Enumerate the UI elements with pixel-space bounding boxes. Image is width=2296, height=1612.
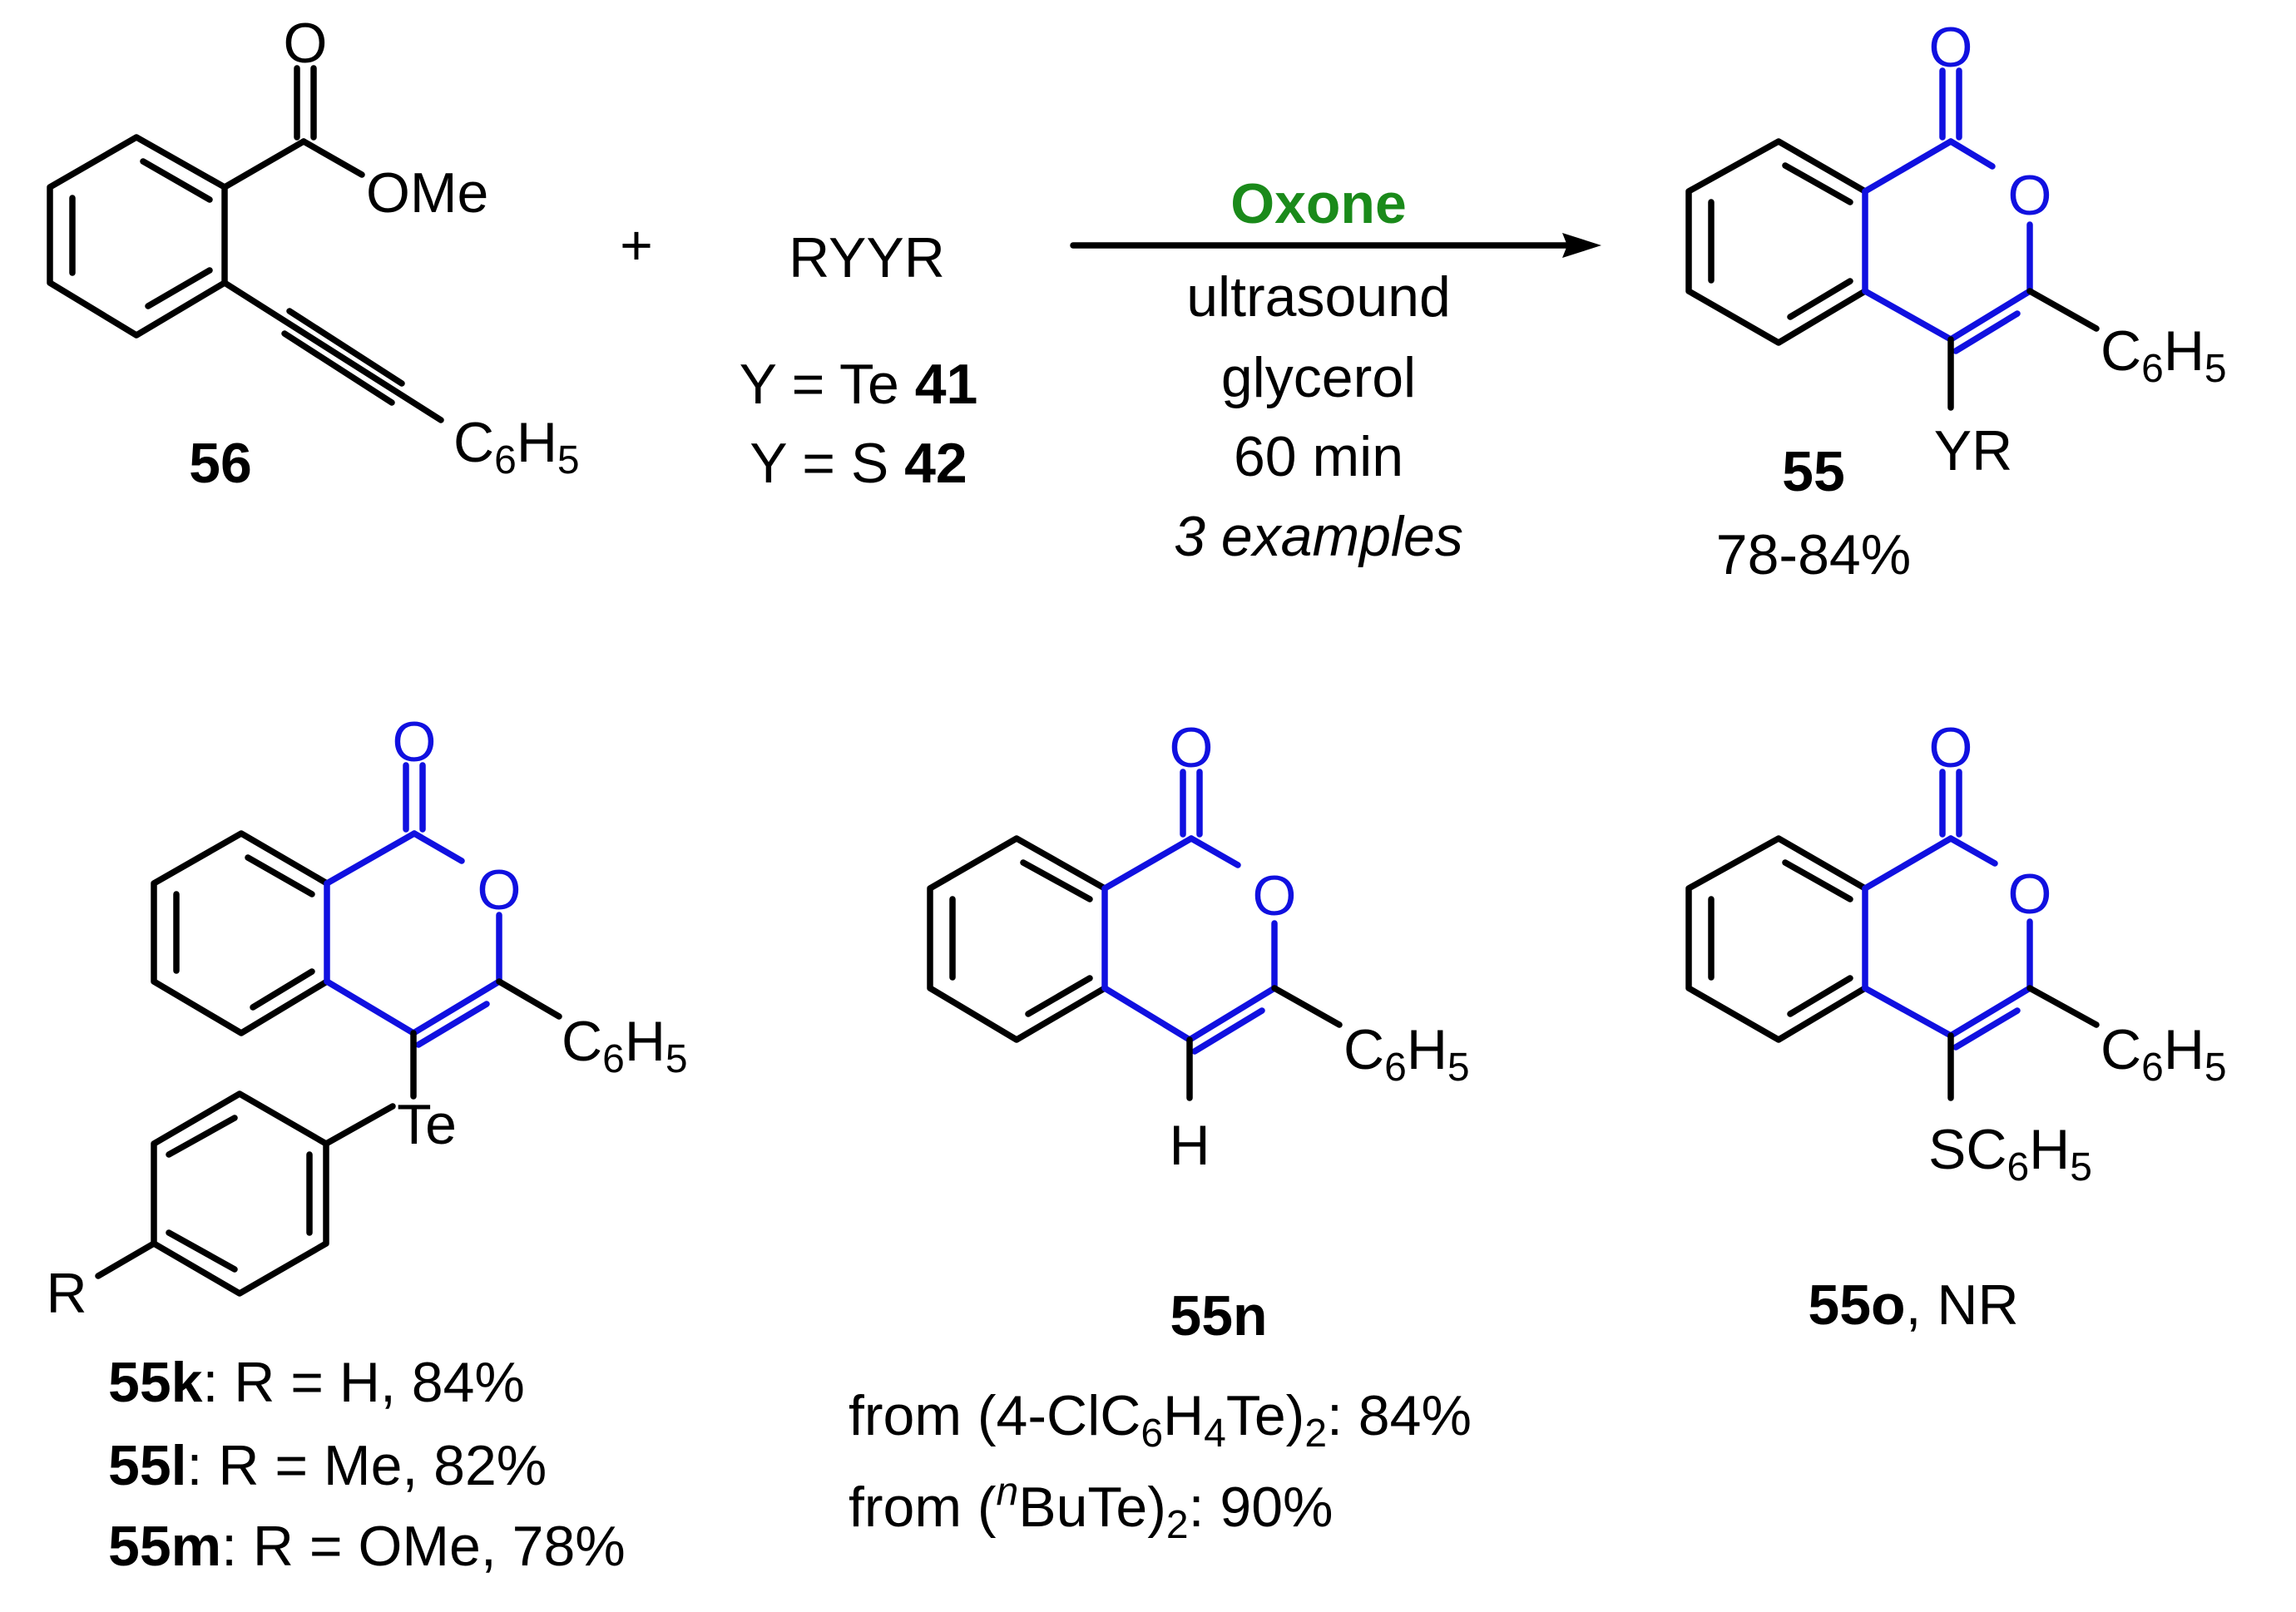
methoxy-label: OMe <box>366 161 488 225</box>
example-o-thio-label: SC6H5 <box>1928 1118 2092 1189</box>
reagent-option-te: Y = Te 41 <box>740 353 978 416</box>
example-k-r-label: R <box>46 1262 87 1325</box>
structure-55o: O O C6H5 SC6H5 <box>1685 716 2227 1189</box>
example-55n-route-2: from (nBuTe)2: 90% <box>849 1470 1333 1547</box>
product-phenyl-label: C6H5 <box>2101 319 2227 391</box>
product-carbonyl-oxygen: O <box>1929 16 1973 79</box>
example-o-phenyl-label: C6H5 <box>2101 1018 2227 1090</box>
example-k-carbonyl-oxygen: O <box>393 710 437 774</box>
condition-activation: ultrasound <box>1186 265 1451 329</box>
example-n-carbonyl-oxygen: O <box>1170 716 1214 779</box>
example-o-carbonyl-oxygen: O <box>1929 716 1973 779</box>
example-55n-route-1: from (4-ClC6H4Te)2: 84% <box>849 1384 1472 1456</box>
example-n-hydrogen-label: H <box>1169 1114 1210 1177</box>
phenyl-label: C6H5 <box>453 411 580 482</box>
structure-55n: O O C6H5 H <box>927 716 1470 1177</box>
reagent-formula: RYYR <box>789 226 945 289</box>
product-yr-label: YR <box>1934 419 2012 482</box>
condition-time: 60 min <box>1234 425 1403 488</box>
plus-sign: + <box>620 214 653 277</box>
condition-reagent: Oxone <box>1230 172 1407 235</box>
example-55o-caption: 55o, NR <box>1808 1273 2018 1337</box>
compound-55n-label: 55n <box>1170 1284 1267 1347</box>
reaction-arrow <box>1070 233 1601 258</box>
example-k-tellurium-label: Te <box>397 1093 457 1156</box>
example-55k-caption: 55k: R = H, 84% <box>108 1351 525 1414</box>
example-55l-caption: 55l: R = Me, 82% <box>108 1434 547 1497</box>
structure-56: O OMe C6H5 56 <box>47 12 580 495</box>
carbonyl-oxygen-label: O <box>284 12 328 75</box>
compound-56-label: 56 <box>189 432 252 495</box>
example-k-phenyl-label: C6H5 <box>562 1010 688 1081</box>
product-ring-oxygen: O <box>2008 164 2052 227</box>
example-n-phenyl-label: C6H5 <box>1343 1018 1470 1090</box>
compound-55-label: 55 <box>1782 440 1845 503</box>
structure-55: O O C6H5 YR 55 78-84% <box>1685 16 2227 586</box>
example-55m-caption: 55m: R = OMe, 78% <box>108 1515 626 1578</box>
example-o-ring-oxygen: O <box>2008 863 2052 926</box>
example-k-ring-oxygen: O <box>478 858 522 922</box>
structure-55k-m: O O C6H5 Te R <box>46 710 687 1325</box>
reagent-block: RYYR Y = Te 41 Y = S 42 <box>740 226 978 495</box>
condition-note: 3 examples <box>1174 505 1463 568</box>
product-yield: 78-84% <box>1716 523 1911 586</box>
reagent-option-s: Y = S 42 <box>750 432 967 495</box>
example-n-ring-oxygen: O <box>1253 864 1297 927</box>
condition-solvent: glycerol <box>1221 346 1416 409</box>
